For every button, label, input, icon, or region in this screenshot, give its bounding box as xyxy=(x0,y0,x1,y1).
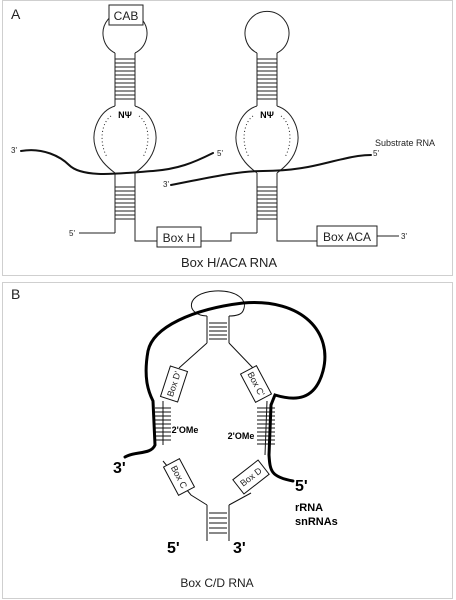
end-label-5-left: 5' xyxy=(69,229,75,238)
pocket-label-1: NΨ xyxy=(118,110,132,120)
box-c: Box C xyxy=(162,457,196,497)
methyl-label-left: 2'OMe xyxy=(172,425,199,435)
pocket-left-1 xyxy=(93,105,116,174)
apical-loop-2 xyxy=(244,10,290,54)
pocket-label-2: NΨ xyxy=(260,110,274,120)
pocket-right-1 xyxy=(134,105,157,174)
top-loop xyxy=(190,290,245,317)
panel-letter-b: B xyxy=(11,286,20,302)
cab-box xyxy=(108,4,144,26)
backbone xyxy=(79,232,399,242)
target-rna xyxy=(123,301,327,483)
end-label-3-right: 3' xyxy=(401,232,407,241)
end-label-5-mid: 5' xyxy=(217,149,223,158)
rrna-label: rRNA xyxy=(295,502,323,514)
box-h xyxy=(156,226,202,248)
substrate-strand-2 xyxy=(170,154,372,186)
panel-box-haca: A CAB NΨ NΨ xyxy=(2,0,453,276)
panel-letter-a: A xyxy=(11,6,21,22)
box-aca xyxy=(316,225,378,247)
substrate-strand-1 xyxy=(20,149,214,175)
panel-a-title: Box H/ACA RNA xyxy=(181,255,277,270)
end-label-5-bottom: 5' xyxy=(167,540,180,557)
box-d-prime: Box D' xyxy=(159,365,189,403)
end-label-3-left: 3' xyxy=(11,146,17,155)
methyl-label-right: 2'OMe xyxy=(228,431,255,441)
box-aca-label: Box ACA xyxy=(323,230,371,244)
box-haca-diagram: A CAB NΨ NΨ xyxy=(11,4,435,270)
snrnas-label: snRNAs xyxy=(295,516,338,528)
hairpin-1 xyxy=(93,10,157,233)
substrate-rna xyxy=(20,149,372,186)
cab-label: CAB xyxy=(114,9,139,23)
hairpin-2 xyxy=(235,10,299,233)
guide-rna xyxy=(155,290,275,541)
end-label-5-right: 5' xyxy=(295,478,308,495)
box-d: Box D xyxy=(232,459,270,495)
box-h-label: Box H xyxy=(163,231,196,245)
panel-box-cd: B Box D' Box C' Box xyxy=(2,282,453,599)
end-label-3-left: 3' xyxy=(113,460,126,477)
box-cd-diagram: B Box D' Box C' Box xyxy=(11,286,338,590)
substrate-label: Substrate RNA xyxy=(375,138,435,148)
box-c-prime: Box C' xyxy=(239,364,273,404)
panel-b-title: Box C/D RNA xyxy=(180,576,253,590)
target-strand xyxy=(123,301,327,483)
end-label-5-right: 5' xyxy=(373,149,379,158)
end-label-3-bottom: 3' xyxy=(233,540,246,557)
end-label-3-mid: 3' xyxy=(163,180,169,189)
